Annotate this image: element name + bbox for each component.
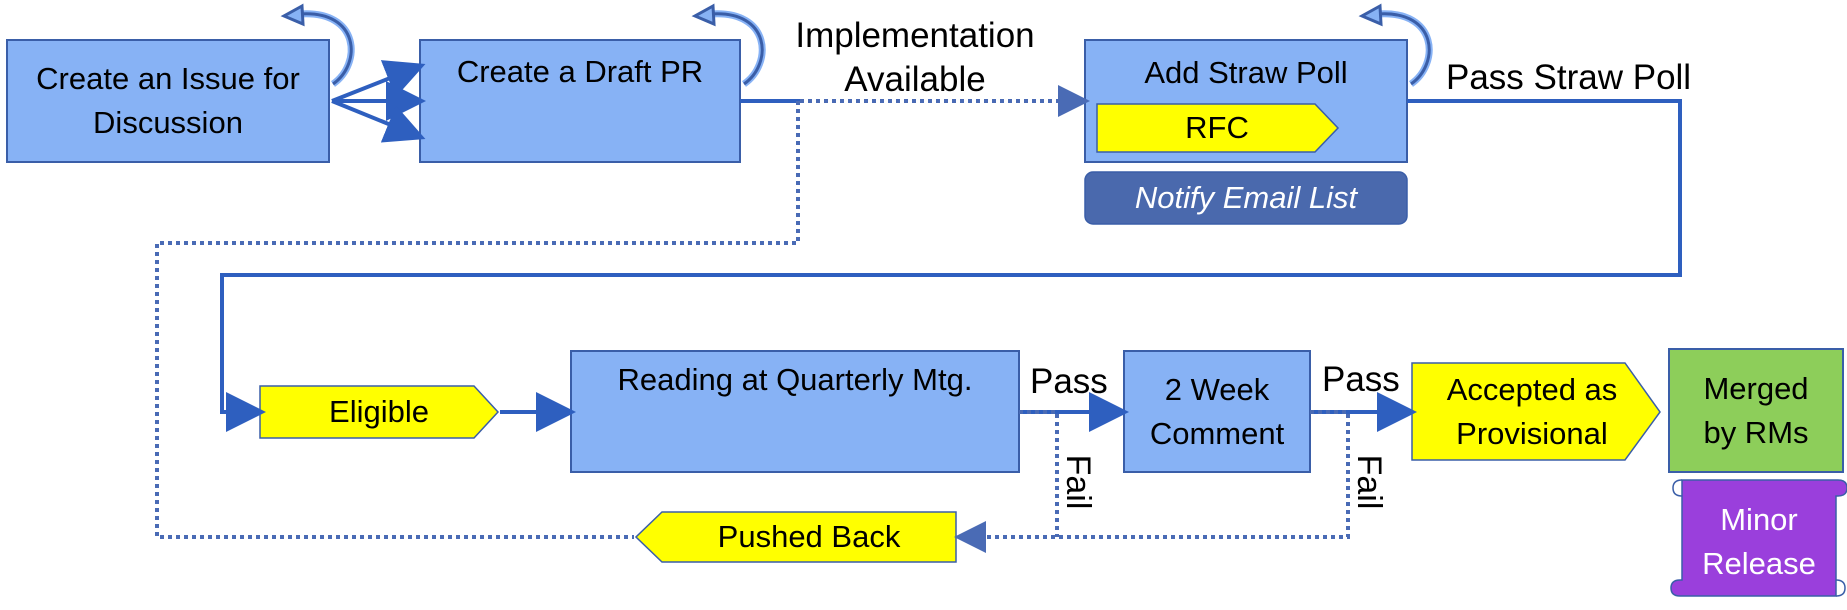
- draft-to-pushed-dotted: [155, 101, 800, 539]
- curved-arrow-icon: [1358, 3, 1433, 87]
- pass-straw-label: Pass Straw Poll: [1446, 58, 1692, 97]
- accepted-tag: [1411, 362, 1661, 461]
- issue-to-pr-arrows: [331, 60, 426, 143]
- pushed-back-tag: [634, 511, 957, 563]
- notify-label: Notify Email List: [1134, 180, 1358, 215]
- eligible-label: Eligible: [329, 394, 429, 429]
- comment-label: 2 Week Comment: [1149, 371, 1285, 451]
- release-scroll: [1670, 479, 1847, 597]
- implementation-label: Implementation Available: [795, 16, 1035, 99]
- fail2-dotted: [954, 410, 1350, 553]
- comment-box: [1123, 350, 1311, 473]
- reading-label: Reading at Quarterly Mtg.: [617, 362, 973, 397]
- curved-arrow-icon: [280, 3, 355, 87]
- fail-label-1: Fail: [1059, 455, 1097, 510]
- fail1-dotted: [1019, 410, 1059, 537]
- rfc-label: RFC: [1185, 110, 1249, 145]
- merged-box: [1668, 348, 1844, 473]
- release-label: Minor Release: [1702, 502, 1816, 581]
- accepted-label: Accepted as Provisional: [1446, 371, 1618, 451]
- pass-label-2: Pass: [1322, 360, 1400, 399]
- pass-straw-connector: [220, 99, 1682, 432]
- draft-pr-box: [419, 39, 741, 163]
- draft-pr-label: Create a Draft PR: [456, 54, 704, 89]
- straw-poll-label: Add Straw Poll: [1144, 55, 1348, 90]
- create-issue-label: Create an Issue for Discussion: [36, 61, 300, 140]
- create-issue-box: [6, 39, 330, 163]
- pushed-back-label: Pushed Back: [717, 519, 901, 554]
- notify-box: [1084, 171, 1408, 225]
- curved-arrow-icon: [691, 3, 766, 87]
- fail-label-2: Fail: [1350, 455, 1388, 510]
- rfc-tag: [1096, 103, 1340, 153]
- reading-box: [570, 350, 1020, 473]
- merged-label: Merged by RMs: [1703, 370, 1809, 450]
- pass-label-1: Pass: [1030, 362, 1108, 401]
